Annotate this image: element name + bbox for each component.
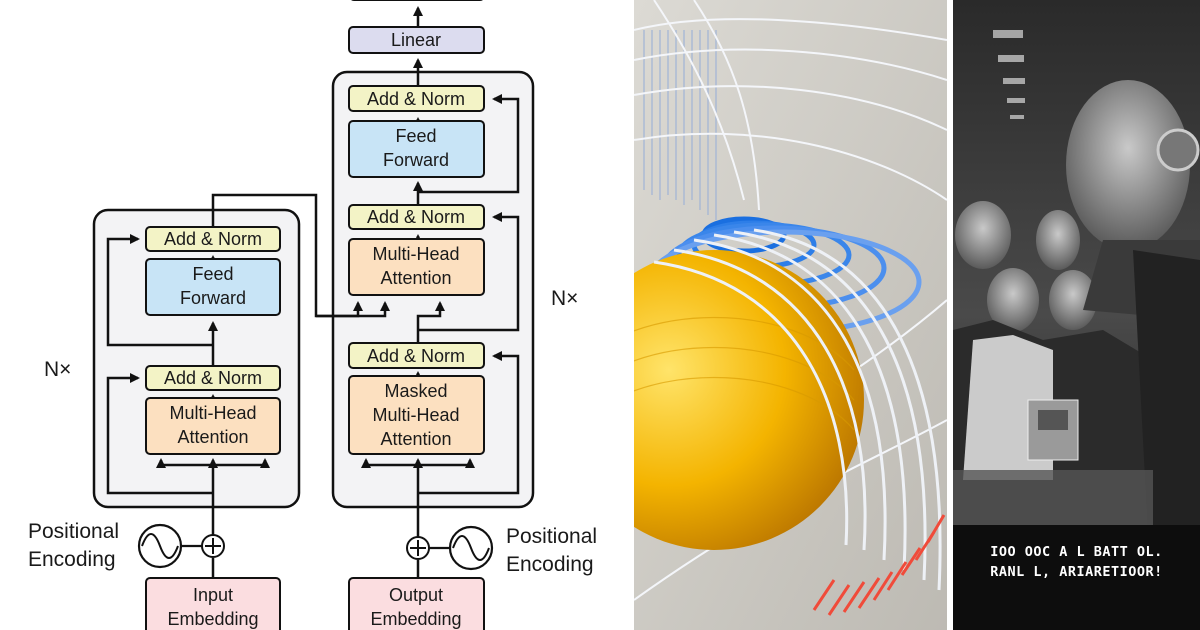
encoder-sine-wave-icon [137, 523, 183, 569]
output-embedding-box: Output Embedding [348, 577, 485, 630]
abstract-lines-artwork [634, 0, 947, 630]
decoder-sine-wave-icon [448, 525, 494, 571]
decoder-plus-icon [406, 536, 430, 560]
decoder-add-norm-top: Add & Norm [348, 85, 485, 112]
decoder-feed-forward: Feed Forward [348, 120, 485, 178]
panel-gap-1 [626, 0, 634, 630]
panel-gap-2 [947, 0, 953, 630]
encoder-attn-label-2: Attention [177, 427, 248, 447]
encoder-multi-head-attention: Multi-Head Attention [145, 397, 281, 455]
encoder-add-norm-bottom: Add & Norm [145, 365, 281, 391]
encoder-positional-label-2: Encoding [28, 548, 116, 571]
encoder-add-norm-top-label: Add & Norm [164, 229, 262, 249]
linear-box: Linear [348, 26, 485, 54]
output-embedding-label-1: Output [389, 585, 443, 605]
transformer-diagram: Add & Norm Feed Forward Add & Norm Multi… [28, 0, 598, 630]
encoder-positional-label-1: Positional [28, 520, 119, 543]
decoder-nx-label: N× [551, 287, 578, 310]
input-embedding-label-2: Embedding [167, 609, 258, 629]
decoder-positional-label-1: Positional [506, 525, 597, 548]
diagram-svg: Add & Norm Feed Forward Add & Norm Multi… [28, 0, 597, 630]
poster-artwork-svg [953, 0, 1200, 630]
decoder-ff-label-1: Feed [395, 126, 436, 146]
encoder-feed-forward: Feed Forward [145, 258, 281, 316]
decoder-attn-label-2: Attention [380, 268, 451, 288]
linear-label: Linear [391, 30, 441, 50]
output-embedding-label-2: Embedding [370, 609, 461, 629]
poster-caption-line-2: RANL L, ARIARETIOOR! [990, 564, 1163, 580]
encoder-stack [92, 208, 301, 509]
encoder-attn-label-1: Multi-Head [169, 403, 256, 423]
encoder-ff-label-2: Forward [180, 288, 246, 308]
decoder-masked-attention: Masked Multi-Head Attention [348, 375, 485, 455]
encoder-plus-icon [201, 534, 225, 558]
encoder-ff-label-1: Feed [192, 264, 233, 284]
decoder-add-norm-mid-label: Add & Norm [367, 207, 465, 227]
decoder-add-norm-mid: Add & Norm [348, 204, 485, 230]
abstract-lines-svg [634, 0, 947, 630]
decoder-multi-head-attention: Multi-Head Attention [348, 238, 485, 296]
decoder-attn-label-1: Multi-Head [372, 244, 459, 264]
decoder-ff-label-2: Forward [383, 150, 449, 170]
encoder-add-norm-bottom-label: Add & Norm [164, 368, 262, 388]
decoder-add-norm-bottom: Add & Norm [348, 342, 485, 369]
masked-label-1: Masked [384, 381, 447, 401]
input-embedding-label-1: Input [193, 585, 233, 605]
masked-label-2: Multi-Head [372, 405, 459, 425]
decoder-add-norm-bottom-label: Add & Norm [367, 346, 465, 366]
decoder-positional-label-2: Encoding [506, 553, 594, 576]
monochrome-poster: IOO OOC A L BATT OL. RANL L, ARIARETIOOR… [953, 0, 1200, 630]
input-embedding-box: Input Embedding [145, 577, 281, 630]
decoder-add-norm-top-label: Add & Norm [367, 89, 465, 109]
poster-caption-line-1: IOO OOC A L BATT OL. [990, 544, 1163, 560]
encoder-add-norm-top: Add & Norm [145, 226, 281, 252]
masked-label-3: Attention [380, 429, 451, 449]
encoder-nx-label: N× [44, 358, 71, 381]
